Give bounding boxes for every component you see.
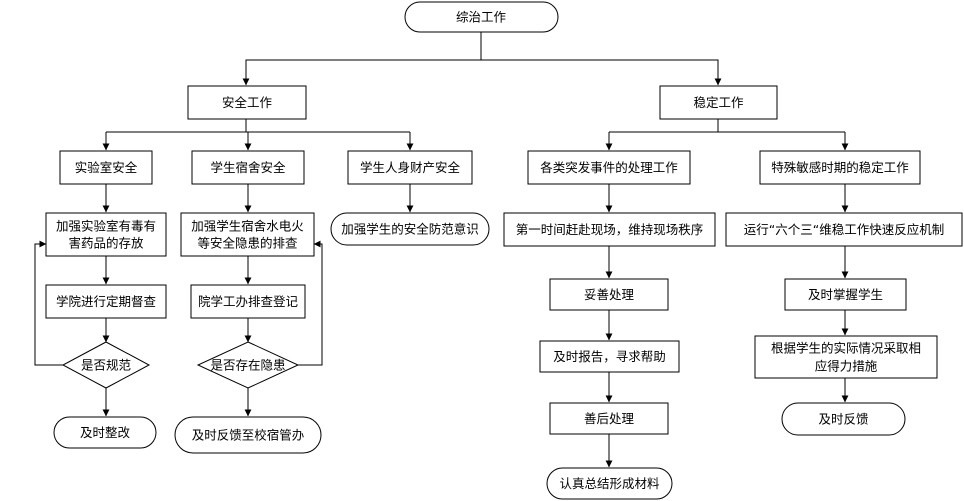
node-sensitive-3[interactable]: 根据学生的实际情况采取相 应得力措施 <box>754 335 938 379</box>
node-sensitive-2-label: 及时掌握学生 <box>808 287 883 302</box>
node-emergency[interactable]: 各类突发事件的处理工作 <box>527 150 691 185</box>
node-lab-decision[interactable]: 是否规范 <box>61 341 151 389</box>
node-sensitive-end-label: 及时反馈 <box>818 412 868 427</box>
node-root[interactable]: 综治工作 <box>404 1 559 33</box>
node-emergency-3-label: 及时报告，寻求帮助 <box>553 349 666 364</box>
node-sensitive-3-line-1: 根据学生的实际情况采取相 <box>771 341 921 356</box>
node-dorm[interactable]: 学生宿舍安全 <box>191 150 305 185</box>
node-dorm-2[interactable]: 院学工办排查登记 <box>190 284 306 319</box>
edge-root-branches <box>245 32 718 85</box>
node-dorm-1-line-2: 等安全隐患的排查 <box>197 236 298 251</box>
node-property[interactable]: 学生人身财产安全 <box>347 150 473 185</box>
edge-dorm-loop <box>298 240 323 366</box>
node-lab-1[interactable]: 加强实验室有毒有 害药品的存放 <box>45 212 167 257</box>
node-emergency-4-label: 善后处理 <box>584 411 635 426</box>
node-emergency-end-label: 认真总结形成材料 <box>559 476 660 491</box>
node-sensitive-1[interactable]: 运行“六个三“维稳工作快速反应机制 <box>725 212 963 247</box>
node-sensitive-3-line-2: 应得力措施 <box>815 359 878 374</box>
nodes: 综治工作 安全工作 稳定工作 实验室安全 学生宿舍安全 学生人身财产安全 各类突… <box>45 1 963 500</box>
node-lab-decision-label: 是否规范 <box>81 358 131 373</box>
node-sensitive-2[interactable]: 及时掌握学生 <box>784 278 907 311</box>
node-emergency-label: 各类突发事件的处理工作 <box>540 160 678 175</box>
node-sensitive-label: 特殊敏感时期的稳定工作 <box>771 160 909 175</box>
edges <box>34 32 849 468</box>
node-dorm-decision[interactable]: 是否存在隐患 <box>196 341 300 389</box>
node-property-1-label: 加强学生的安全防范意识 <box>341 222 479 237</box>
node-root-label: 综治工作 <box>456 10 507 25</box>
node-emergency-2-label: 妥善处理 <box>584 287 635 302</box>
node-lab-2[interactable]: 学院进行定期督查 <box>45 284 167 319</box>
node-lab-label: 实验室安全 <box>75 160 138 175</box>
node-dorm-1[interactable]: 加强学生宿舍水电火 等安全隐患的排查 <box>180 212 315 257</box>
node-dorm-decision-label: 是否存在隐患 <box>210 358 285 373</box>
node-lab-end-label: 及时整改 <box>80 425 131 440</box>
node-safety-label: 安全工作 <box>222 95 273 110</box>
node-property-label: 学生人身财产安全 <box>360 160 461 175</box>
node-emergency-1[interactable]: 第一时间赶赴现场，维持现场秩序 <box>503 212 716 247</box>
edge-safety-lab <box>106 131 410 150</box>
edge-lab-loop <box>34 240 63 366</box>
node-emergency-end[interactable]: 认真总结形成材料 <box>546 467 673 500</box>
node-dorm-end[interactable]: 及时反馈至校宿管办 <box>174 416 322 454</box>
node-emergency-3[interactable]: 及时报告，寻求帮助 <box>539 340 680 373</box>
node-emergency-2[interactable]: 妥善处理 <box>549 278 669 311</box>
node-lab-2-label: 学院进行定期督查 <box>56 294 157 309</box>
node-stability[interactable]: 稳定工作 <box>659 85 778 120</box>
node-emergency-1-label: 第一时间赶赴现场，维持现场秩序 <box>516 222 704 237</box>
node-lab[interactable]: 实验室安全 <box>59 150 153 185</box>
node-sensitive-end[interactable]: 及时反馈 <box>781 402 906 436</box>
node-stability-label: 稳定工作 <box>693 95 744 110</box>
node-lab-1-line-2: 害药品的存放 <box>68 236 144 251</box>
node-lab-end[interactable]: 及时整改 <box>53 416 157 449</box>
node-dorm-end-label: 及时反馈至校宿管办 <box>192 428 305 443</box>
node-dorm-2-label: 院学工办排查登记 <box>198 294 299 309</box>
node-dorm-1-line-1: 加强学生宿舍水电火 <box>191 219 304 234</box>
node-safety[interactable]: 安全工作 <box>187 85 307 120</box>
node-property-1[interactable]: 加强学生的安全防范意识 <box>330 212 490 246</box>
node-lab-1-line-1: 加强实验室有毒有 <box>56 219 156 234</box>
node-emergency-4[interactable]: 善后处理 <box>549 402 669 435</box>
node-sensitive[interactable]: 特殊敏感时期的稳定工作 <box>759 150 921 185</box>
node-dorm-label: 学生宿舍安全 <box>210 160 286 175</box>
node-sensitive-1-label: 运行“六个三“维稳工作快速反应机制 <box>744 222 944 237</box>
edge-stability-emergency <box>609 131 845 150</box>
